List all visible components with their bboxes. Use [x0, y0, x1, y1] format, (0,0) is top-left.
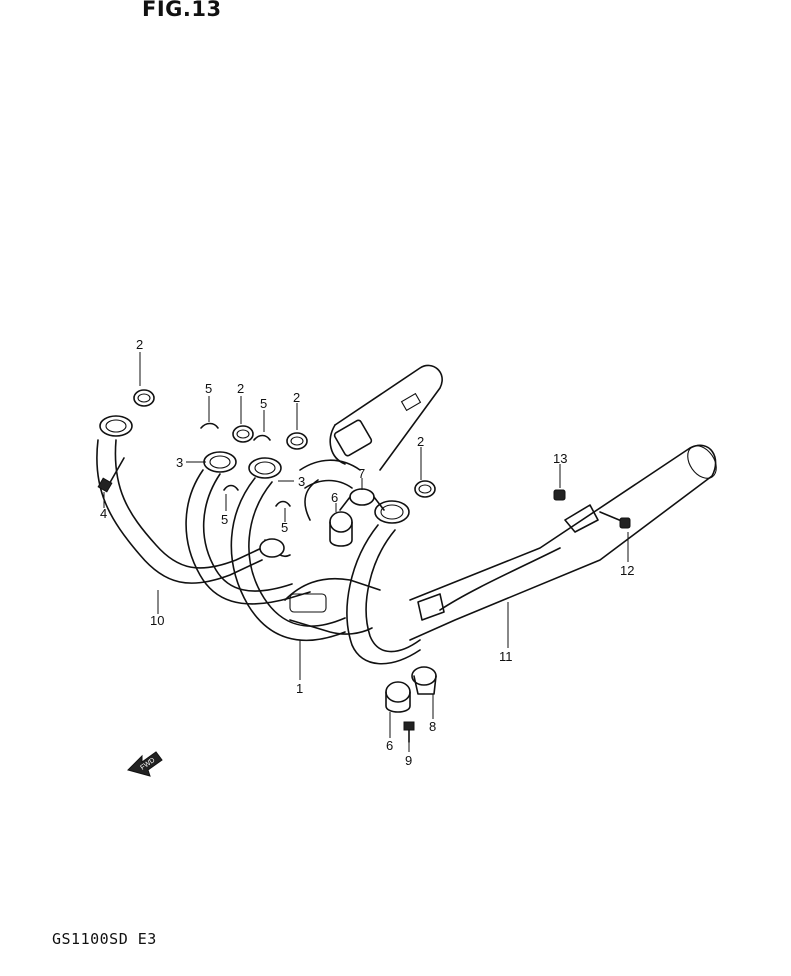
exhaust-pipe-fourth [346, 500, 421, 665]
clamp-7 [339, 488, 385, 511]
retainer-5c [223, 484, 239, 491]
callout-7: 7 [358, 466, 365, 481]
bolt-12 [599, 511, 631, 529]
retainer-5d [275, 500, 291, 507]
fwd-arrow: FWD [127, 751, 163, 777]
bolt-4 [97, 457, 125, 493]
leader-lines [103, 352, 629, 752]
callout-5d: 5 [281, 520, 288, 535]
callout-2c: 2 [293, 390, 300, 405]
callout-2d: 2 [417, 434, 424, 449]
exhaust-pipe-1 [230, 457, 346, 642]
callout-3a: 3 [176, 455, 183, 470]
exhaust-pipe-10 [96, 415, 269, 584]
model-code: GS1100SD E3 [52, 930, 157, 948]
callout-labels: 2 5 2 5 2 2 13 3 3 4 5 5 7 6 12 10 1 11 … [100, 337, 634, 768]
gasket-2d [414, 480, 436, 498]
callout-10: 10 [150, 613, 164, 628]
gasket-2a [133, 389, 155, 407]
gasket-2c [286, 432, 308, 450]
connector-6-upper [329, 511, 353, 547]
callout-3b: 3 [298, 474, 305, 489]
callout-8: 8 [429, 719, 436, 734]
gasket-2b [232, 425, 254, 443]
callout-12: 12 [620, 563, 634, 578]
connector-6-lower [385, 681, 411, 713]
muffler-11 [409, 444, 717, 641]
callout-9: 9 [405, 753, 412, 768]
callout-2b: 2 [237, 381, 244, 396]
callout-6a: 6 [331, 490, 338, 505]
callout-11: 11 [499, 649, 513, 664]
callout-1: 1 [296, 681, 303, 696]
nut-13 [553, 489, 566, 501]
callout-2a: 2 [136, 337, 143, 352]
figure-label: FIG.13 [142, 0, 222, 21]
callout-5c: 5 [221, 512, 228, 527]
clamp-8 [411, 666, 437, 695]
retainer-5a [200, 422, 219, 429]
callout-5b: 5 [260, 396, 267, 411]
exhaust-pipe-second [185, 451, 311, 605]
callout-13: 13 [553, 451, 567, 466]
callout-5a: 5 [205, 381, 212, 396]
callout-6b: 6 [386, 738, 393, 753]
bolt-9 [403, 721, 415, 743]
retainer-5b [253, 434, 271, 441]
crossover-pipe-upper [259, 364, 443, 558]
callout-4: 4 [100, 506, 107, 521]
